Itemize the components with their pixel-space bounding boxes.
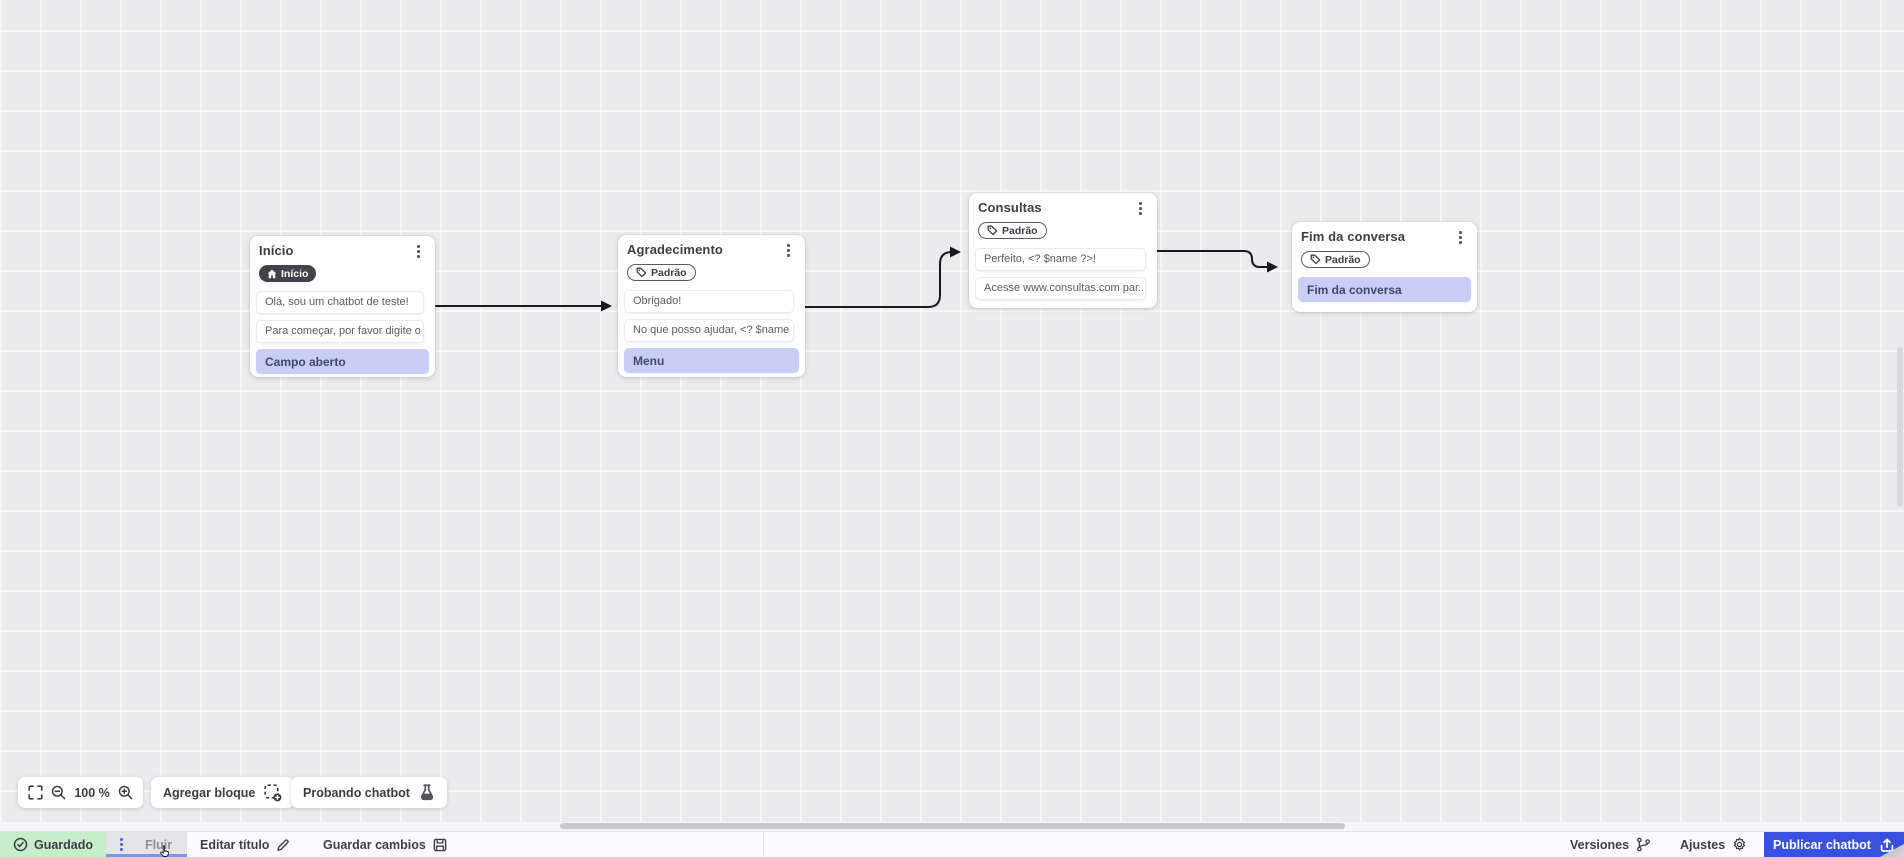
- horizontal-scrollbar-thumb[interactable]: [560, 823, 1345, 829]
- node-menu-button[interactable]: [1453, 229, 1467, 245]
- zoom-toolbar: 100 %: [18, 777, 143, 808]
- flask-icon: [420, 784, 434, 801]
- flow-node-agradecimento[interactable]: Agradecimento Padrão Obrigado! No que po…: [618, 235, 805, 377]
- flow-node-fim-da-conversa[interactable]: Fim da conversa Padrão Fim da conversa: [1292, 222, 1477, 312]
- edge-agradecimento-consultas: [802, 251, 953, 308]
- home-icon: [267, 269, 277, 278]
- vertical-scrollbar-thumb[interactable]: [1897, 347, 1903, 507]
- tag-icon: [636, 267, 647, 278]
- versions-button[interactable]: Versiones: [1570, 832, 1651, 857]
- node-title: Início: [259, 243, 294, 258]
- versions-label: Versiones: [1570, 837, 1630, 852]
- edit-title-label: Editar título: [200, 837, 270, 852]
- node-menu-button[interactable]: [781, 242, 795, 258]
- zoom-level: 100 %: [74, 785, 110, 800]
- save-changes-button[interactable]: Guardar cambios: [323, 832, 447, 857]
- add-block-button[interactable]: Agregar bloque: [151, 777, 295, 808]
- arrowhead: [601, 300, 612, 312]
- menu-card[interactable]: Menu: [624, 348, 799, 373]
- end-conversation-card[interactable]: Fim da conversa: [1298, 277, 1471, 302]
- settings-label: Ajustes: [1680, 837, 1726, 852]
- kebab-menu-icon[interactable]: [114, 837, 128, 853]
- upload-icon: [1880, 838, 1894, 852]
- saved-status-badge: Guardado: [0, 832, 106, 857]
- saved-label: Guardado: [33, 837, 94, 852]
- node-title: Fim da conversa: [1301, 229, 1406, 244]
- status-bar-divider: [763, 832, 764, 857]
- status-bar: Guardado Fluir Editar título Guardar cam…: [0, 831, 1904, 857]
- test-chatbot-label: Probando chatbot: [303, 785, 410, 800]
- edit-title-button[interactable]: Editar título: [200, 832, 290, 857]
- save-changes-label: Guardar cambios: [323, 837, 426, 852]
- tab-fluir[interactable]: Fluir: [106, 832, 187, 857]
- settings-button[interactable]: Ajustes: [1680, 832, 1747, 857]
- test-chatbot-button[interactable]: Probando chatbot: [291, 777, 447, 808]
- save-icon: [433, 838, 447, 851]
- node-menu-button[interactable]: [411, 243, 425, 259]
- branch-icon: [1637, 837, 1651, 852]
- arrowhead: [950, 246, 961, 258]
- message-card[interactable]: No que posso ajudar, <? $name ...: [624, 319, 794, 342]
- zoom-in-icon[interactable]: [118, 785, 133, 800]
- pencil-icon: [277, 838, 290, 851]
- node-menu-button[interactable]: [1133, 200, 1147, 216]
- message-card[interactable]: Perfeito, <? $name ?>!: [975, 248, 1146, 271]
- node-badge: Início: [259, 265, 317, 282]
- tag-icon: [1310, 254, 1321, 265]
- horizontal-scrollbar[interactable]: [0, 822, 1904, 831]
- message-card[interactable]: Olá, sou um chatbot de teste!: [256, 291, 424, 314]
- flow-edges: [435, 246, 1278, 312]
- open-field-card[interactable]: Campo aberto: [256, 349, 429, 374]
- node-badge: Padrão: [978, 222, 1047, 239]
- message-card[interactable]: Obrigado!: [624, 290, 794, 313]
- node-badge: Padrão: [627, 264, 696, 281]
- tag-icon: [987, 225, 998, 236]
- edge-consultas-fim: [1156, 250, 1269, 268]
- message-card[interactable]: Para começar, por favor digite o ...: [256, 320, 424, 343]
- flow-canvas[interactable]: Início Início Olá, sou um chatbot de tes…: [0, 0, 1904, 831]
- publish-label: Publicar chatbot: [1773, 837, 1871, 852]
- node-title: Agradecimento: [627, 242, 723, 257]
- flow-node-inicio[interactable]: Início Início Olá, sou um chatbot de tes…: [250, 236, 435, 377]
- add-block-icon: [264, 783, 282, 801]
- message-card[interactable]: Acesse www.consultas.com par...: [975, 277, 1146, 300]
- flow-node-consultas[interactable]: Consultas Padrão Perfeito, <? $name ?>! …: [969, 193, 1157, 308]
- fit-screen-icon[interactable]: [28, 785, 43, 800]
- fluir-tab-label: Fluir: [145, 837, 173, 852]
- arrowhead: [1267, 261, 1278, 273]
- node-badge: Padrão: [1301, 251, 1370, 268]
- zoom-out-icon[interactable]: [51, 785, 66, 800]
- publish-chatbot-button[interactable]: Publicar chatbot: [1764, 832, 1904, 857]
- check-circle-icon: [13, 837, 28, 852]
- node-title: Consultas: [978, 200, 1042, 215]
- add-block-label: Agregar bloque: [163, 785, 256, 800]
- gear-icon: [1734, 837, 1746, 851]
